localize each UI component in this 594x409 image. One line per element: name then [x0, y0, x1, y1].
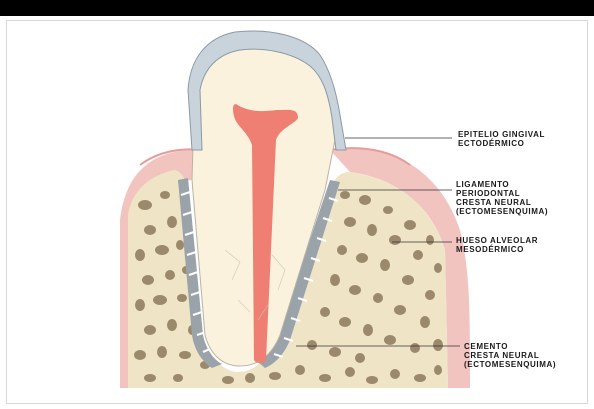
label-line: (ECTOMESENQUIMA)	[456, 207, 548, 216]
label-line: MESODÉRMICO	[456, 245, 538, 254]
label-line: CRESTA NEURAL	[464, 351, 556, 360]
label-line: CRESTA NEURAL	[456, 198, 548, 207]
label-line: CEMENTO	[464, 342, 556, 351]
label-ligamento-periodontal: LIGAMENTO PERIODONTAL CRESTA NEURAL (ECT…	[456, 180, 548, 216]
label-cemento: CEMENTO CRESTA NEURAL (ECTOMESENQUIMA)	[464, 342, 556, 369]
label-line: ECTODÉRMICO	[458, 139, 545, 148]
label-hueso-alveolar: HUESO ALVEOLAR MESODÉRMICO	[456, 236, 538, 254]
label-line: PERIODONTAL	[456, 189, 548, 198]
label-line: EPITELIO GINGIVAL	[458, 130, 545, 139]
label-epitelio-gingival: EPITELIO GINGIVAL ECTODÉRMICO	[458, 130, 545, 148]
label-line: HUESO ALVEOLAR	[456, 236, 538, 245]
label-line: (ECTOMESENQUIMA)	[464, 360, 556, 369]
label-line: LIGAMENTO	[456, 180, 548, 189]
